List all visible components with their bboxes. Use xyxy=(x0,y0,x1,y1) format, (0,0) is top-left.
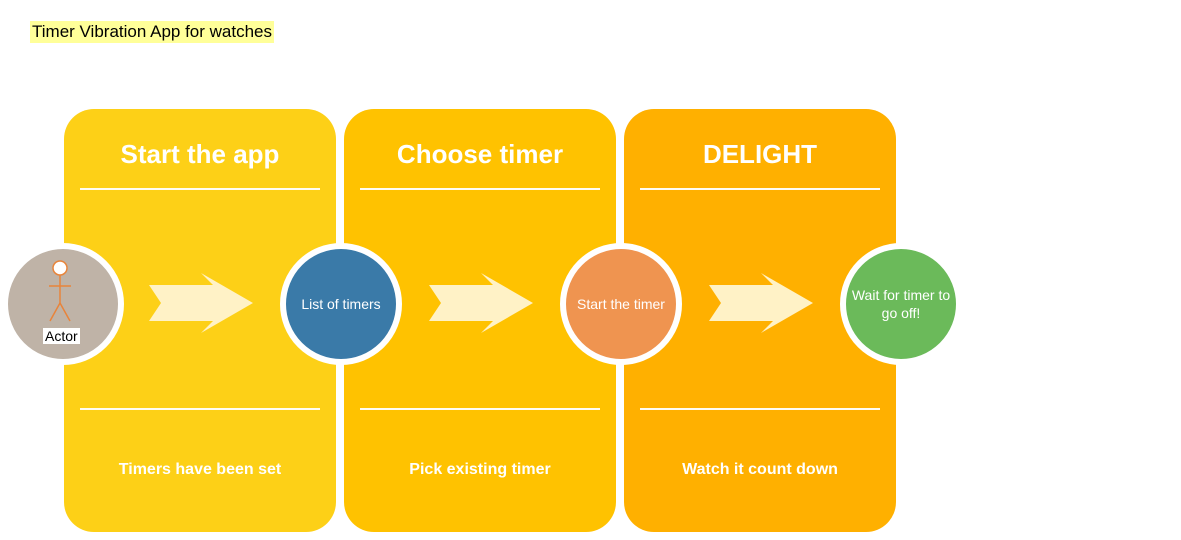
stage-caption: Watch it count down xyxy=(682,461,838,478)
arrow-right-icon xyxy=(149,273,253,333)
stage-title: Choose timer xyxy=(396,139,564,169)
stage-caption: Timers have been set xyxy=(118,461,282,478)
divider-top xyxy=(640,188,880,190)
actor-label: Actor xyxy=(43,328,80,344)
stage-caption: Pick existing timer xyxy=(409,461,551,478)
divider-bottom xyxy=(640,408,880,410)
stick-figure-icon xyxy=(49,260,71,322)
arrow-right-icon xyxy=(429,273,533,333)
node-label: Start the timer xyxy=(577,296,665,312)
divider-bottom xyxy=(80,408,320,410)
actor-node: Actor xyxy=(2,243,124,365)
divider-bottom xyxy=(360,408,600,410)
node-label: Wait for timer to go off! xyxy=(851,287,951,321)
stage-title: DELIGHT xyxy=(702,139,818,169)
node-start-the-timer: Start the timer xyxy=(560,243,682,365)
divider-top xyxy=(80,188,320,190)
divider-top xyxy=(360,188,600,190)
node-wait-for-timer: Wait for timer to go off! xyxy=(840,243,962,365)
page-title: Timer Vibration App for watches xyxy=(30,21,275,43)
arrow-right-icon xyxy=(709,273,813,333)
node-list-of-timers: List of timers xyxy=(280,243,402,365)
stage-title: Start the app xyxy=(120,139,280,169)
node-label: List of timers xyxy=(301,296,381,312)
